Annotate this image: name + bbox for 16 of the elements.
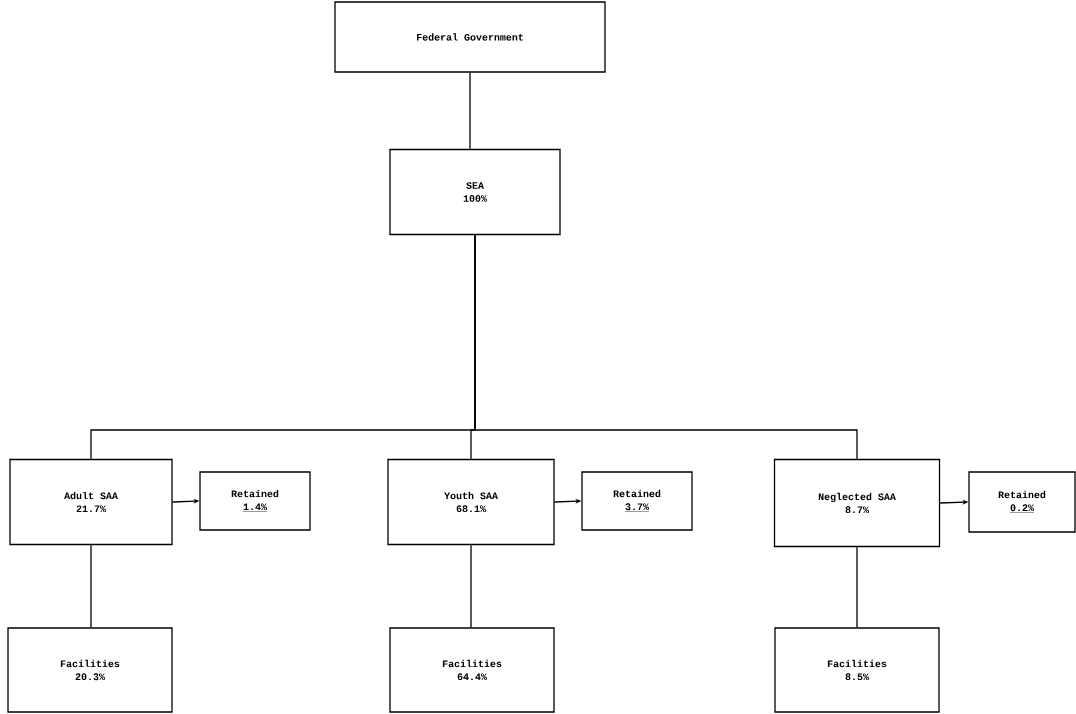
connector bbox=[470, 544, 472, 628]
org-box: SEA 100% bbox=[389, 148, 561, 236]
retained-box: Retained 0.2% bbox=[968, 471, 1076, 533]
retained-box: Retained 3.7% bbox=[581, 471, 693, 531]
facilities-box: Facilities 64.4% bbox=[389, 627, 555, 713]
connector bbox=[469, 72, 471, 150]
connector bbox=[90, 544, 92, 628]
connector bbox=[856, 546, 858, 628]
agency-box: Adult SAA 21.7% bbox=[9, 458, 173, 546]
retained-box: Retained 1.4% bbox=[199, 471, 311, 531]
facilities-box: Facilities 8.5% bbox=[774, 627, 940, 713]
org-box: Federal Government bbox=[334, 1, 606, 73]
connector bbox=[474, 234, 858, 460]
facilities-box: Facilities 20.3% bbox=[7, 627, 173, 713]
agency-box: Neglected SAA 8.7% bbox=[773, 458, 941, 548]
agency-box: Youth SAA 68.1% bbox=[387, 458, 555, 546]
